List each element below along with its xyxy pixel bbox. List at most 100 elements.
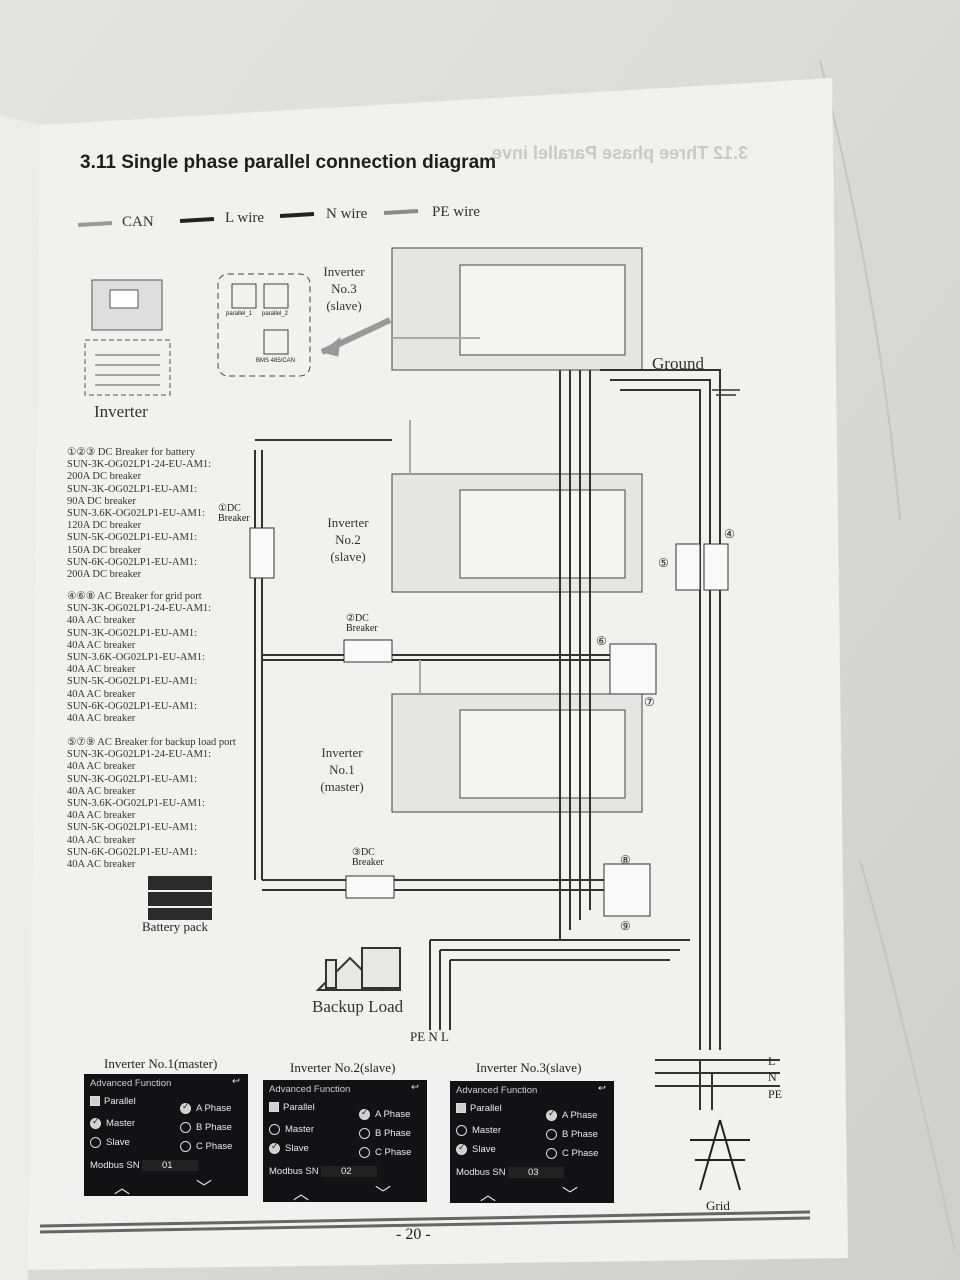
radio-icon[interactable] bbox=[269, 1124, 280, 1135]
radio-icon[interactable] bbox=[180, 1122, 191, 1133]
breaker-8-num: ⑧ bbox=[620, 853, 631, 867]
radio-icon[interactable] bbox=[180, 1141, 191, 1152]
c-phase-radio[interactable]: C Phase bbox=[180, 1141, 232, 1152]
radio-icon[interactable] bbox=[359, 1128, 370, 1139]
up-chevron-icon[interactable]: ︿ bbox=[293, 1186, 310, 1203]
wiring bbox=[254, 369, 780, 1110]
b-phase-label: B Phase bbox=[562, 1129, 598, 1141]
c-phase-radio[interactable]: C Phase bbox=[359, 1147, 411, 1158]
radio-icon[interactable] bbox=[180, 1101, 191, 1114]
radio-icon[interactable] bbox=[546, 1148, 557, 1159]
slave-radio[interactable]: Slave bbox=[456, 1142, 496, 1156]
port-box bbox=[217, 273, 392, 377]
breaker-6-num: ⑥ bbox=[596, 634, 607, 648]
master-radio[interactable]: Master bbox=[269, 1124, 314, 1135]
radio-icon[interactable] bbox=[456, 1125, 467, 1136]
inverter-no3-label: Inverter No.3 (slave) bbox=[323, 264, 365, 313]
inverter-no1-label: Inverter No.1 (master) bbox=[320, 745, 364, 794]
note-line: SUN-6K-OG02LP1-EU-AM1: bbox=[67, 846, 198, 858]
breaker-4-num: ④ bbox=[724, 527, 735, 541]
backup-load-house-icon bbox=[315, 947, 401, 992]
breaker-9-num: ⑨ bbox=[620, 919, 631, 933]
up-chevron-icon[interactable]: ︿ bbox=[480, 1187, 497, 1204]
radio-icon[interactable] bbox=[90, 1116, 101, 1129]
up-chevron-icon[interactable]: ︿ bbox=[114, 1180, 131, 1197]
modbus-sn-field[interactable]: 01 bbox=[142, 1160, 198, 1171]
b-phase-radio[interactable]: B Phase bbox=[546, 1129, 598, 1140]
note-line: SUN-3K-OG02LP1-24-EU-AM1: bbox=[67, 459, 212, 471]
radio-icon[interactable] bbox=[546, 1108, 557, 1121]
master-label: Master bbox=[285, 1124, 315, 1136]
port-bms: BMS 485/CAN bbox=[256, 358, 296, 364]
note-line: 40A AC breaker bbox=[67, 639, 136, 651]
radio-icon[interactable] bbox=[359, 1147, 370, 1158]
a-phase-radio[interactable]: A Phase bbox=[180, 1101, 231, 1114]
modbus-sn-field[interactable]: 02 bbox=[321, 1166, 377, 1177]
legend-pe-wire: PE wire bbox=[432, 204, 480, 220]
note-line: SUN-3K-OG02LP1-EU-AM1: bbox=[67, 627, 198, 639]
can-wiring bbox=[392, 337, 480, 694]
left-page-edge bbox=[0, 115, 40, 1280]
down-chevron-icon[interactable]: ﹀ bbox=[562, 1187, 579, 1204]
a-phase-label: A Phase bbox=[562, 1110, 598, 1122]
slave-label: Slave bbox=[472, 1144, 496, 1156]
b-phase-radio[interactable]: B Phase bbox=[180, 1122, 232, 1133]
c-phase-label: C Phase bbox=[562, 1148, 599, 1160]
slave-radio[interactable]: Slave bbox=[90, 1137, 130, 1148]
modbus-label: Modbus SN bbox=[269, 1166, 319, 1177]
slave-radio[interactable]: Slave bbox=[269, 1141, 309, 1154]
radio-icon[interactable] bbox=[546, 1129, 557, 1140]
radio-icon[interactable] bbox=[359, 1107, 370, 1120]
down-chevron-icon[interactable]: ﹀ bbox=[375, 1186, 392, 1203]
back-icon[interactable]: ↩ bbox=[232, 1076, 240, 1087]
back-icon[interactable]: ↩ bbox=[411, 1082, 419, 1093]
advanced-function-screen: Advanced Function ↩ Parallel Master Slav… bbox=[263, 1080, 427, 1203]
note-line: SUN-3.6K-OG02LP1-EU-AM1: bbox=[67, 798, 205, 810]
screen-header: Advanced Function bbox=[269, 1084, 351, 1095]
screen-caption: Inverter No.3(slave) bbox=[476, 1060, 582, 1075]
parallel-label: Parallel bbox=[104, 1096, 136, 1107]
checkbox-icon[interactable] bbox=[456, 1103, 466, 1114]
down-chevron-icon[interactable]: ﹀ bbox=[196, 1180, 213, 1197]
note-line: SUN-3.6K-OG02LP1-EU-AM1: bbox=[67, 508, 205, 520]
note-line: SUN-6K-OG02LP1-EU-AM1: bbox=[67, 556, 198, 568]
master-label: Master bbox=[472, 1125, 502, 1137]
radio-icon[interactable] bbox=[90, 1137, 101, 1148]
note-line: SUN-3.6K-OG02LP1-EU-AM1: bbox=[67, 652, 205, 664]
backup-load-label: Backup Load bbox=[312, 997, 404, 1016]
note-line: 40A AC breaker bbox=[67, 810, 136, 822]
advanced-function-screen: Advanced Function ↩ Parallel Master Slav… bbox=[450, 1081, 614, 1204]
pe-n-l-label: PE N L bbox=[410, 1029, 449, 1044]
c-phase-label: C Phase bbox=[196, 1141, 233, 1153]
checkbox-icon[interactable] bbox=[90, 1096, 100, 1107]
note-line: 200A DC breaker bbox=[67, 471, 142, 483]
a-phase-radio[interactable]: A Phase bbox=[546, 1108, 598, 1122]
legend-lines bbox=[77, 209, 419, 227]
note-line: 40A AC breaker bbox=[67, 664, 136, 676]
master-radio[interactable]: Master bbox=[90, 1116, 135, 1129]
parallel-checkbox[interactable]: Parallel bbox=[269, 1102, 315, 1113]
dc-breaker-3-label: ③DC Breaker bbox=[352, 847, 384, 868]
back-icon[interactable]: ↩ bbox=[598, 1083, 606, 1094]
page-title: 3.11 Single phase parallel connection di… bbox=[80, 152, 497, 173]
note-line: 90A DC breaker bbox=[67, 495, 136, 507]
radio-icon[interactable] bbox=[269, 1141, 280, 1154]
bottom-rules bbox=[39, 1210, 811, 1234]
note-line: SUN-3K-OG02LP1-24-EU-AM1: bbox=[67, 603, 212, 615]
master-radio[interactable]: Master bbox=[456, 1125, 501, 1136]
note-line: 120A DC breaker bbox=[67, 520, 142, 532]
battery-pack-icon bbox=[148, 876, 212, 920]
parallel-checkbox[interactable]: Parallel bbox=[456, 1103, 502, 1114]
breaker-5-num: ⑤ bbox=[658, 556, 669, 570]
note-line: 200A DC breaker bbox=[67, 569, 142, 581]
checkbox-icon[interactable] bbox=[269, 1102, 279, 1113]
modbus-sn-field[interactable]: 03 bbox=[508, 1167, 564, 1178]
a-phase-radio[interactable]: A Phase bbox=[359, 1107, 410, 1120]
parallel-checkbox[interactable]: Parallel bbox=[90, 1096, 136, 1107]
c-phase-radio[interactable]: C Phase bbox=[546, 1148, 598, 1159]
pe-label: PE bbox=[768, 1087, 783, 1101]
radio-icon[interactable] bbox=[456, 1142, 467, 1155]
screen-caption: Inverter No.2(slave) bbox=[290, 1060, 396, 1075]
b-phase-radio[interactable]: B Phase bbox=[359, 1128, 411, 1139]
